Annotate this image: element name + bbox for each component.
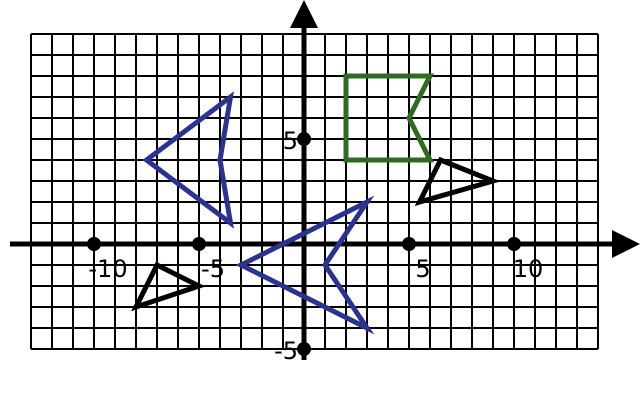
black-triangle-right-shape bbox=[414, 156, 501, 206]
shapes bbox=[131, 73, 501, 335]
x-tick-dot bbox=[87, 237, 101, 251]
x-axis-arrow bbox=[612, 230, 640, 258]
black-triangle-left-shape bbox=[131, 261, 206, 312]
y-tick-label: 5 bbox=[283, 127, 298, 155]
x-tick-label: -5 bbox=[201, 255, 225, 283]
x-tick-label: 10 bbox=[513, 255, 544, 283]
x-tick-dot bbox=[402, 237, 416, 251]
x-tick-label: -10 bbox=[88, 255, 127, 283]
x-tick-dot bbox=[192, 237, 206, 251]
x-tick-dot bbox=[507, 237, 521, 251]
x-tick-label: 5 bbox=[415, 255, 430, 283]
blue-arrowhead-lower-shape bbox=[235, 195, 375, 335]
ticks: -10 -5 5 10 5 -5 bbox=[87, 127, 543, 365]
y-tick-label: -5 bbox=[274, 337, 298, 365]
y-tick-dot bbox=[297, 342, 311, 356]
green-flag-shape bbox=[343, 73, 435, 163]
y-axis-arrow bbox=[290, 0, 318, 28]
y-tick-dot bbox=[297, 132, 311, 146]
blue-arrowhead-upper-shape bbox=[142, 91, 234, 229]
